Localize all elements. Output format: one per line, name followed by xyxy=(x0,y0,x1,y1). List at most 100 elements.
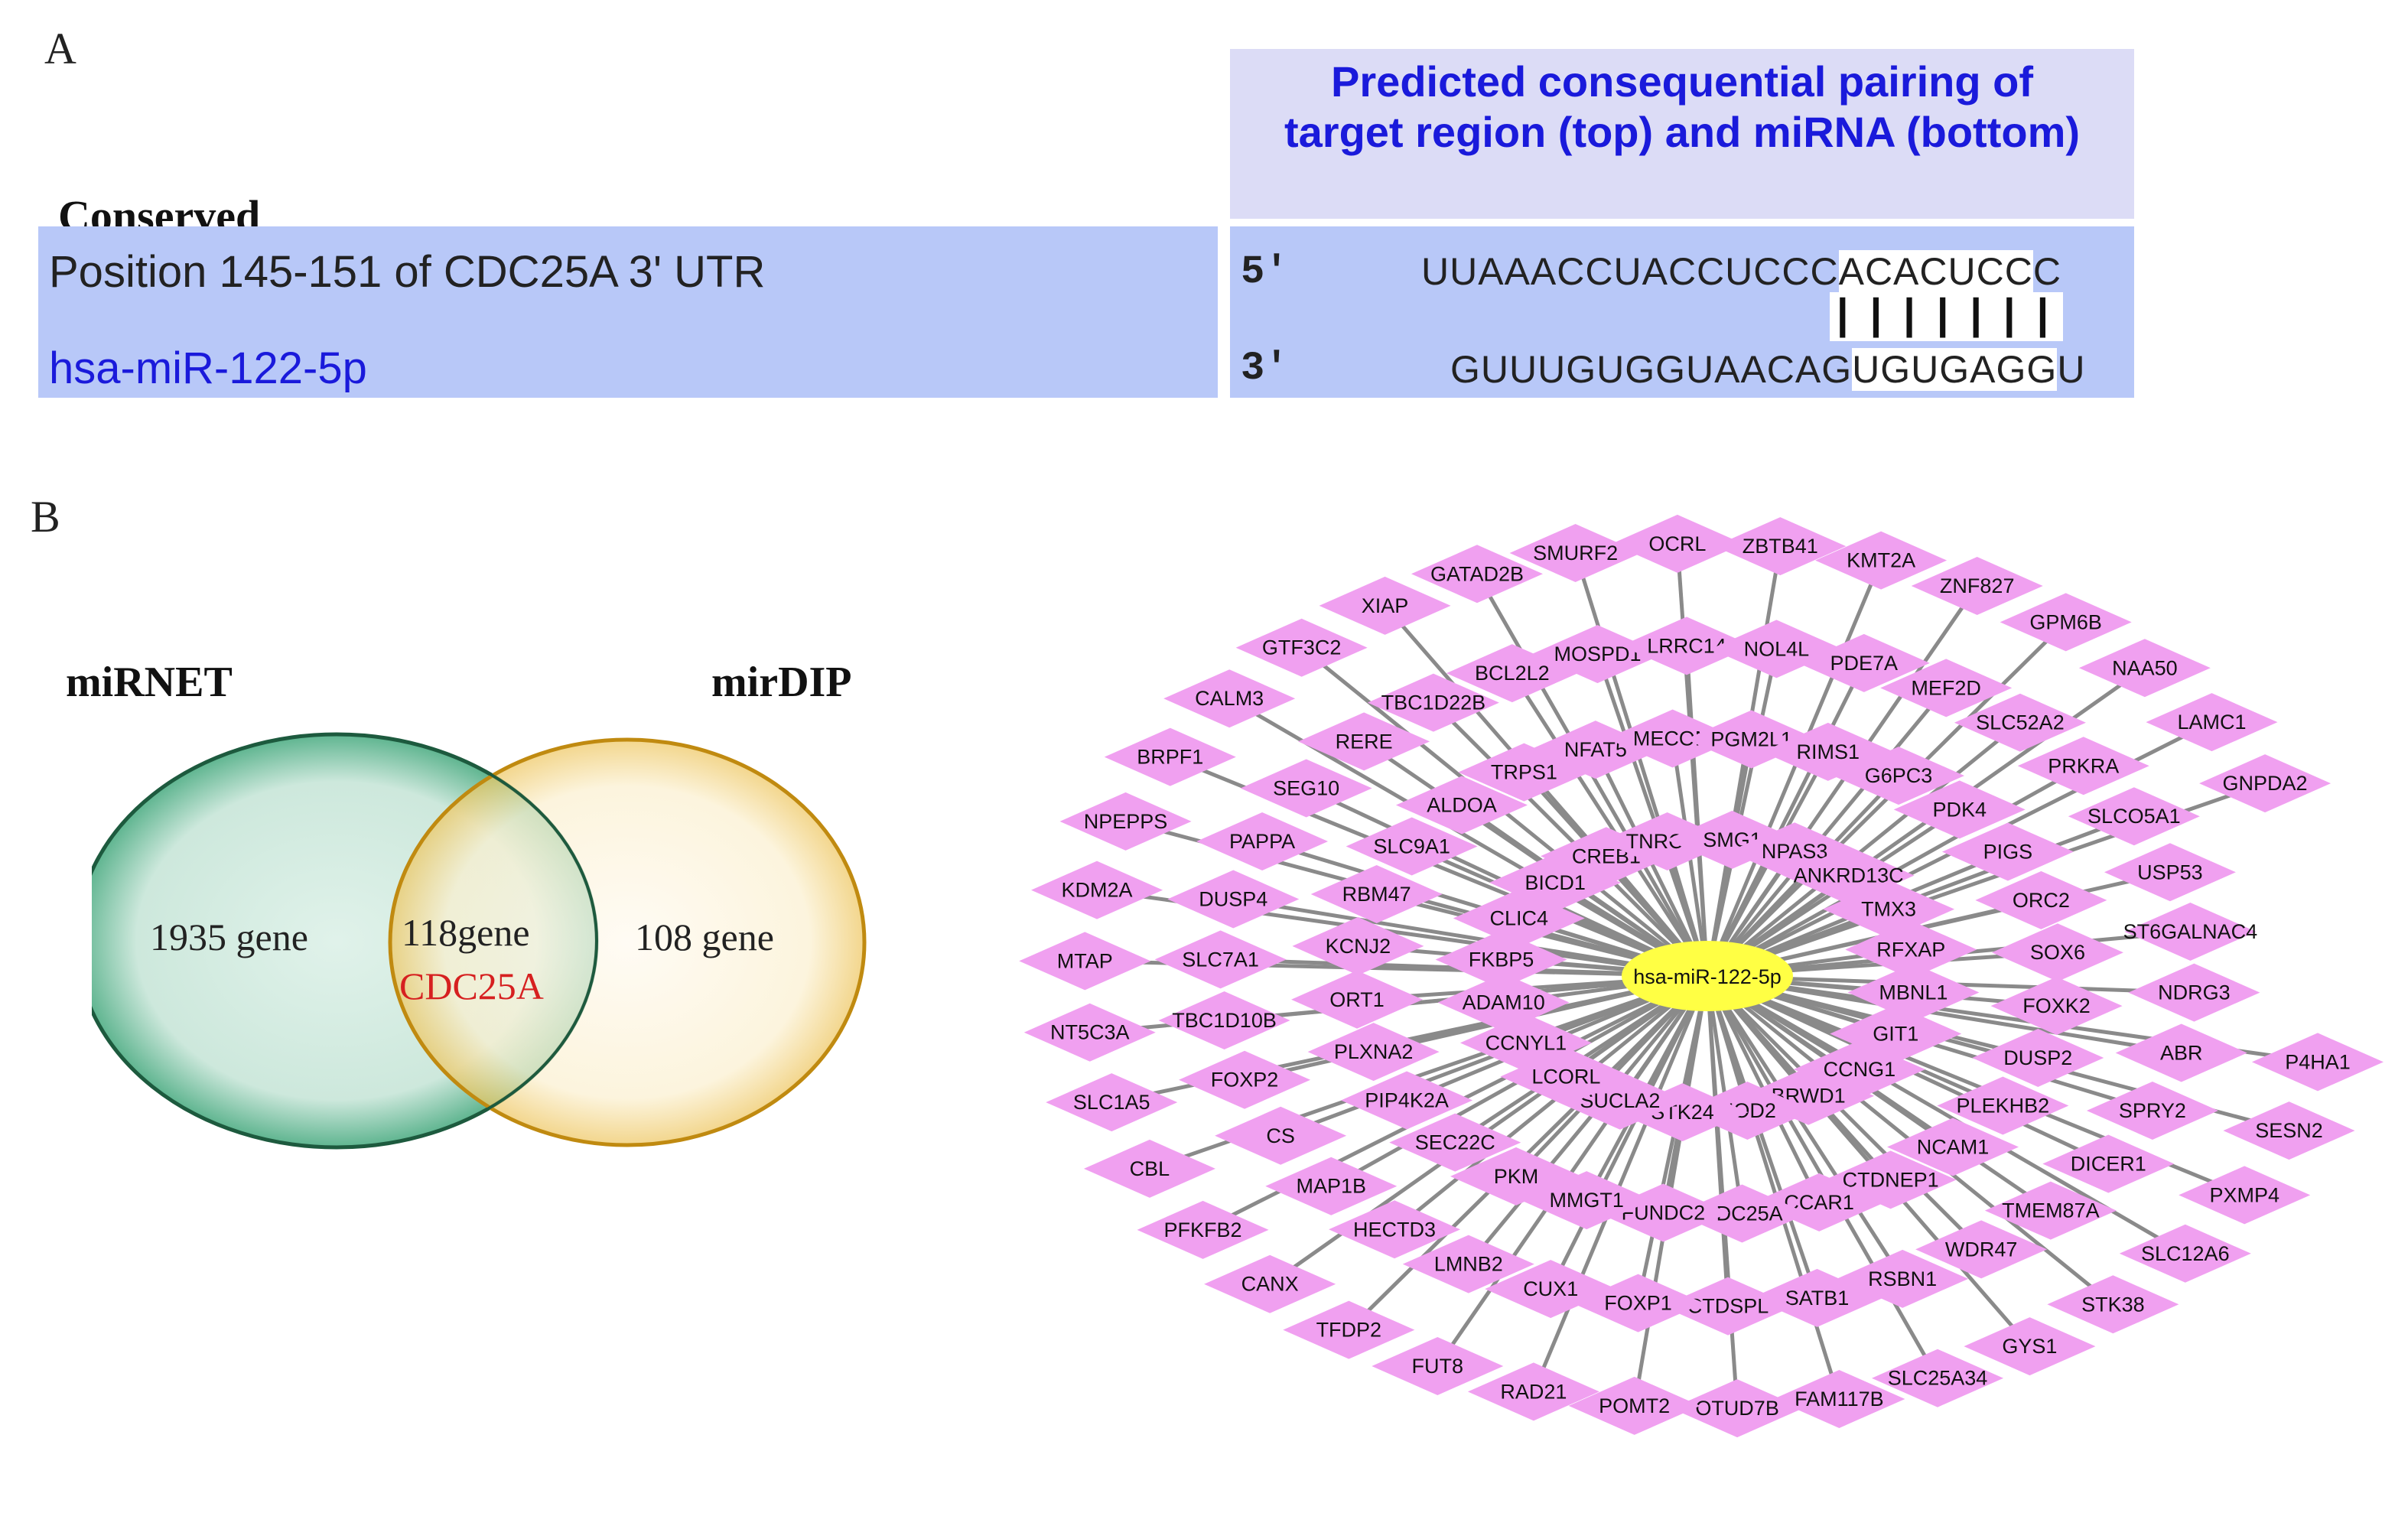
gene-node-rsbn1[interactable]: RSBN1 xyxy=(1837,1249,1969,1308)
gene-node-hectd3[interactable]: HECTD3 xyxy=(1329,1200,1461,1259)
gene-diamond xyxy=(2086,1081,2218,1140)
gene-node-calm3[interactable]: CALM3 xyxy=(1163,669,1296,728)
gene-node-fkbp5[interactable]: FKBP5 xyxy=(1435,930,1567,989)
gene-node-usp53[interactable]: USP53 xyxy=(2104,843,2236,902)
gene-node-gatad2b[interactable]: GATAD2B xyxy=(1411,545,1543,604)
gene-node-mtap[interactable]: MTAP xyxy=(1019,932,1151,991)
gene-node-stk38[interactable]: STK38 xyxy=(2047,1275,2179,1334)
gene-node-gtf3c2[interactable]: GTF3C2 xyxy=(1235,618,1368,677)
edge-usp53 xyxy=(1707,870,2171,978)
gene-node-cux1[interactable]: CUX1 xyxy=(1485,1260,1617,1319)
gene-node-plekhb2[interactable]: PLEKHB2 xyxy=(1937,1076,2069,1135)
gene-node-gnpda2[interactable]: GNPDA2 xyxy=(2199,754,2332,813)
gene-node-g6pc3[interactable]: G6PC3 xyxy=(1833,747,1965,805)
gene-node-orc2[interactable]: ORC2 xyxy=(1975,870,2107,929)
gene-node-ort1[interactable]: ORT1 xyxy=(1291,970,1424,1029)
gene-node-tmx3[interactable]: TMX3 xyxy=(1823,880,1955,939)
gene-node-spry2[interactable]: SPRY2 xyxy=(2086,1081,2218,1140)
gene-node-sesn2[interactable]: SESN2 xyxy=(2223,1101,2355,1160)
gene-label: BICD1 xyxy=(1525,871,1586,894)
gene-node-foxk2[interactable]: FOXK2 xyxy=(1990,977,2123,1036)
gene-node-aldoa[interactable]: ALDOA xyxy=(1395,776,1528,835)
gene-node-brpf1[interactable]: BRPF1 xyxy=(1104,727,1236,786)
gene-node-pfkfb2[interactable]: PFKFB2 xyxy=(1137,1200,1269,1259)
gene-node-canx[interactable]: CANX xyxy=(1204,1254,1336,1313)
gene-node-tfdp2[interactable]: TFDP2 xyxy=(1283,1300,1415,1359)
gene-node-cbl[interactable]: CBL xyxy=(1083,1139,1215,1198)
gene-node-ccnyl1[interactable]: CCNYL1 xyxy=(1459,1014,1592,1072)
gene-node-gpm6b[interactable]: GPM6B xyxy=(2000,593,2132,652)
gene-node-kmt2a[interactable]: KMT2A xyxy=(1815,531,1948,590)
gene-node-plxna2[interactable]: PLXNA2 xyxy=(1307,1023,1440,1082)
gene-node-slc7a1[interactable]: SLC7A1 xyxy=(1154,930,1287,989)
gene-node-lrrc14[interactable]: LRRC14 xyxy=(1620,617,1752,675)
gene-node-adam10[interactable]: ADAM10 xyxy=(1437,973,1570,1032)
gene-node-sox6[interactable]: SOX6 xyxy=(1991,923,2123,982)
gene-label: G6PC3 xyxy=(1865,764,1933,787)
gene-node-st6galnac4[interactable]: ST6GALNAC4 xyxy=(2123,902,2258,961)
gene-diamond xyxy=(1915,1220,2048,1279)
gene-node-rad21[interactable]: RAD21 xyxy=(1467,1362,1599,1421)
gene-node-slc52a2[interactable]: SLC52A2 xyxy=(1954,693,2086,752)
gene-node-satb1[interactable]: SATB1 xyxy=(1751,1268,1883,1327)
gene-node-kdm2a[interactable]: KDM2A xyxy=(1031,861,1163,919)
gene-node-pkm[interactable]: PKM xyxy=(1450,1147,1582,1205)
gene-node-slc9a1[interactable]: SLC9A1 xyxy=(1346,817,1478,876)
gene-node-rbm47[interactable]: RBM47 xyxy=(1310,865,1443,924)
mirna-center-node[interactable] xyxy=(1622,941,1793,1011)
gene-node-map1b[interactable]: MAP1B xyxy=(1265,1157,1398,1215)
gene-node-dicer1[interactable]: DICER1 xyxy=(2042,1134,2175,1193)
gene-label: FOXK2 xyxy=(2022,994,2091,1017)
gene-diamond xyxy=(2146,693,2278,752)
gene-node-ncam1[interactable]: NCAM1 xyxy=(1887,1118,2019,1176)
gene-node-pappa[interactable]: PAPPA xyxy=(1196,812,1329,871)
gene-node-npepps[interactable]: NPEPPS xyxy=(1059,792,1192,851)
gene-node-xiap[interactable]: XIAP xyxy=(1319,576,1451,635)
gene-node-mef2d[interactable]: MEF2D xyxy=(1880,659,2013,717)
gene-node-otud7b[interactable]: OTUD7B xyxy=(1671,1379,1804,1438)
gene-node-znf827[interactable]: ZNF827 xyxy=(1911,557,2043,616)
gene-node-pdk4[interactable]: PDK4 xyxy=(1893,780,2026,839)
gene-node-pde7a[interactable]: PDE7A xyxy=(1798,633,1930,692)
gene-node-dusp2[interactable]: DUSP2 xyxy=(1972,1028,2104,1087)
gene-node-zbtb41[interactable]: ZBTB41 xyxy=(1714,517,1847,576)
gene-node-slco5a1[interactable]: SLCO5A1 xyxy=(2068,787,2200,846)
gene-diamond xyxy=(1531,625,1664,684)
gene-node-kcnj2[interactable]: KCNJ2 xyxy=(1292,916,1424,975)
gene-node-lmnb2[interactable]: LMNB2 xyxy=(1402,1235,1534,1293)
gene-node-dusp4[interactable]: DUSP4 xyxy=(1167,870,1300,929)
gene-node-smurf2[interactable]: SMURF2 xyxy=(1509,524,1642,583)
gene-node-sec22c[interactable]: SEC22C xyxy=(1389,1113,1521,1172)
gene-node-slc25a34[interactable]: SLC25A34 xyxy=(1872,1349,2004,1407)
gene-node-tmem87a[interactable]: TMEM87A xyxy=(1984,1181,2117,1240)
gene-node-abr[interactable]: ABR xyxy=(2115,1023,2247,1082)
gene-node-fut8[interactable]: FUT8 xyxy=(1372,1336,1504,1395)
gene-node-ctdspl[interactable]: CTDSPL xyxy=(1662,1277,1795,1336)
gene-node-foxp2[interactable]: FOXP2 xyxy=(1179,1050,1311,1109)
gene-node-p4ha1[interactable]: P4HA1 xyxy=(2251,1033,2384,1092)
gene-node-tbc1d10b[interactable]: TBC1D10B xyxy=(1158,991,1290,1050)
gene-node-ocrl[interactable]: OCRL xyxy=(1611,514,1743,573)
gene-node-seg10[interactable]: SEG10 xyxy=(1240,759,1372,818)
gene-node-naa50[interactable]: NAA50 xyxy=(2078,639,2211,698)
gene-node-wdr47[interactable]: WDR47 xyxy=(1915,1220,2048,1279)
gene-label: PKM xyxy=(1494,1165,1539,1188)
gene-node-slc1a5[interactable]: SLC1A5 xyxy=(1046,1073,1178,1132)
gene-node-tbc1d22b[interactable]: TBC1D22B xyxy=(1367,673,1499,732)
gene-label: XIAP xyxy=(1362,594,1409,617)
gene-node-slc12a6[interactable]: SLC12A6 xyxy=(2119,1224,2251,1283)
gene-node-fam117b[interactable]: FAM117B xyxy=(1773,1369,1905,1428)
gene-node-gys1[interactable]: GYS1 xyxy=(1964,1317,2096,1376)
gene-node-rere[interactable]: RERE xyxy=(1298,712,1430,771)
gene-node-nt5c3a[interactable]: NT5C3A xyxy=(1023,1003,1156,1062)
gene-node-pxmp4[interactable]: PXMP4 xyxy=(2179,1166,2311,1225)
gene-node-lamc1[interactable]: LAMC1 xyxy=(2146,693,2278,752)
gene-node-mbnl1[interactable]: MBNL1 xyxy=(1847,963,1980,1022)
gene-node-pomt2[interactable]: POMT2 xyxy=(1568,1376,1700,1435)
gene-node-cs[interactable]: CS xyxy=(1215,1106,1347,1165)
gene-node-ndrg3[interactable]: NDRG3 xyxy=(2128,963,2260,1022)
gene-node-rfxap[interactable]: RFXAP xyxy=(1845,920,1977,979)
gene-node-pigs[interactable]: PIGS xyxy=(1941,822,2074,881)
gene-node-pip4k2a[interactable]: PIP4K2A xyxy=(1341,1071,1473,1130)
gene-node-prkra[interactable]: PRKRA xyxy=(2017,737,2149,796)
